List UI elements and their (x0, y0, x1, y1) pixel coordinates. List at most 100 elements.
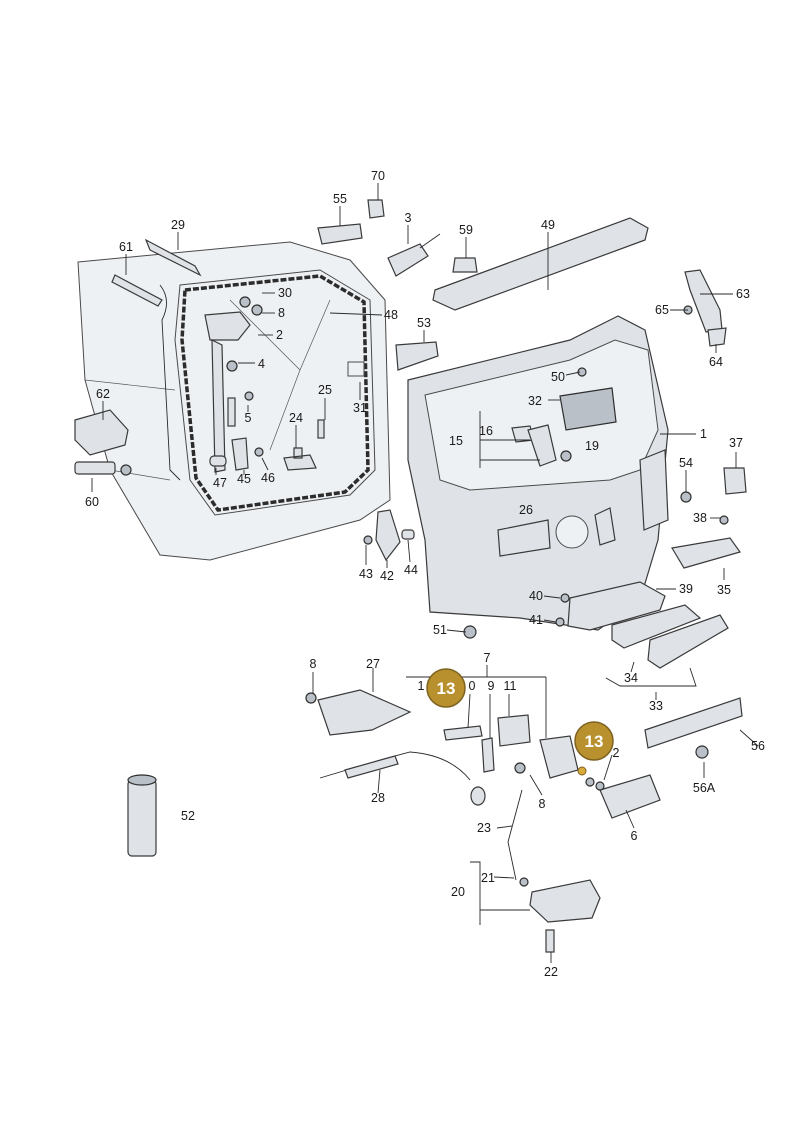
lock-7 (539, 735, 579, 779)
label-6: 6 (631, 829, 638, 843)
light-right (639, 449, 669, 531)
label-35: 35 (717, 583, 731, 597)
label-48: 48 (384, 308, 398, 322)
washer-highlight (577, 766, 587, 776)
bolt-22 (545, 929, 555, 953)
label-54: 54 (679, 456, 693, 470)
label-11: 11 (504, 679, 517, 693)
clip-70 (367, 199, 385, 219)
bracket-62 (74, 409, 129, 456)
label-7: 7 (484, 651, 491, 665)
hinge-bracket (204, 311, 251, 341)
label-50: 50 (551, 370, 565, 384)
label-70: 70 (371, 169, 385, 183)
spoiler-49 (432, 217, 649, 311)
panel-26 (497, 519, 551, 557)
actuator-15 (527, 424, 557, 467)
lower-hardware (127, 689, 605, 953)
label-30: 30 (278, 286, 292, 300)
bracket-39 (567, 581, 666, 631)
bracket-42 (375, 509, 401, 562)
label-46: 46 (261, 471, 275, 485)
handle-3 (387, 243, 429, 277)
handle-53 (395, 341, 439, 371)
label-63: 63 (736, 287, 750, 301)
part-64 (707, 327, 727, 347)
label-25: 25 (318, 383, 332, 397)
label-23: 23 (477, 821, 491, 835)
label-29: 29 (171, 218, 185, 232)
label-62: 62 (96, 387, 110, 401)
label-42: 42 (380, 569, 394, 583)
label-38: 38 (693, 511, 707, 525)
label-8-lower: 8 (310, 657, 317, 671)
trim-32 (559, 387, 617, 431)
handle-35-lower (647, 614, 729, 669)
label-1: 1 (700, 427, 707, 441)
label-21: 21 (481, 871, 495, 885)
striker-24 (283, 447, 317, 471)
label-53: 53 (417, 316, 431, 330)
label-41: 41 (529, 613, 543, 627)
badge-13-right: 13 (574, 721, 614, 761)
tailgate (363, 217, 727, 631)
label-12: 2 (613, 746, 620, 760)
label-20: 20 (451, 885, 465, 899)
label-8: 8 (278, 306, 285, 320)
label-49: 49 (541, 218, 555, 232)
svg-text:13: 13 (437, 679, 456, 698)
strut-61 (111, 274, 163, 307)
label-19: 19 (585, 439, 599, 453)
label-43: 43 (359, 567, 373, 581)
label-52: 52 (181, 809, 195, 823)
bolt-part (227, 397, 236, 427)
body-panel-cutout (347, 361, 365, 377)
label-8-right: 8 (539, 797, 546, 811)
label-37: 37 (729, 436, 743, 450)
tailgate-window-opening (424, 339, 659, 491)
label-15: 15 (449, 434, 463, 448)
leader-lines (91, 183, 759, 963)
label-33: 33 (649, 699, 663, 713)
connector-37 (723, 467, 747, 495)
link-10 (443, 725, 483, 741)
strut-29 (144, 238, 202, 277)
label-3: 3 (405, 211, 412, 225)
label-40: 40 (529, 589, 543, 603)
label-32: 32 (528, 394, 542, 408)
label-55: 55 (333, 192, 347, 206)
part-upper-right (594, 507, 616, 546)
label-1-lower: 1 (418, 679, 425, 693)
label-44: 44 (404, 563, 418, 577)
rod-9 (481, 737, 495, 773)
bracket-45 (231, 437, 249, 471)
label-10: 0 (469, 679, 476, 693)
label-39: 39 (679, 582, 693, 596)
plate-56 (644, 697, 743, 749)
canister-52 (127, 779, 157, 857)
label-64: 64 (709, 355, 723, 369)
bracket-6 (599, 774, 661, 819)
buffer-44 (401, 529, 415, 540)
pin-47 (209, 455, 227, 467)
cable-end (470, 786, 486, 806)
label-16: 16 (479, 424, 493, 438)
bracket-55 (317, 223, 363, 245)
label-31: 31 (353, 401, 367, 415)
label-51: 51 (433, 623, 447, 637)
switch-35 (671, 537, 741, 569)
label-59: 59 (459, 223, 473, 237)
label-27: 27 (366, 657, 380, 671)
bracket-27 (317, 689, 412, 736)
label-28: 28 (371, 791, 385, 805)
svg-text:13: 13 (585, 732, 604, 751)
connector-60 (74, 461, 116, 475)
label-56: 56 (751, 739, 765, 753)
lower-right-hardware (463, 467, 747, 819)
label-60: 60 (85, 495, 99, 509)
label-61: 61 (119, 240, 133, 254)
badge-13-left: 13 (426, 668, 466, 708)
label-4: 4 (258, 357, 265, 371)
label-56A: 56A (693, 781, 716, 795)
